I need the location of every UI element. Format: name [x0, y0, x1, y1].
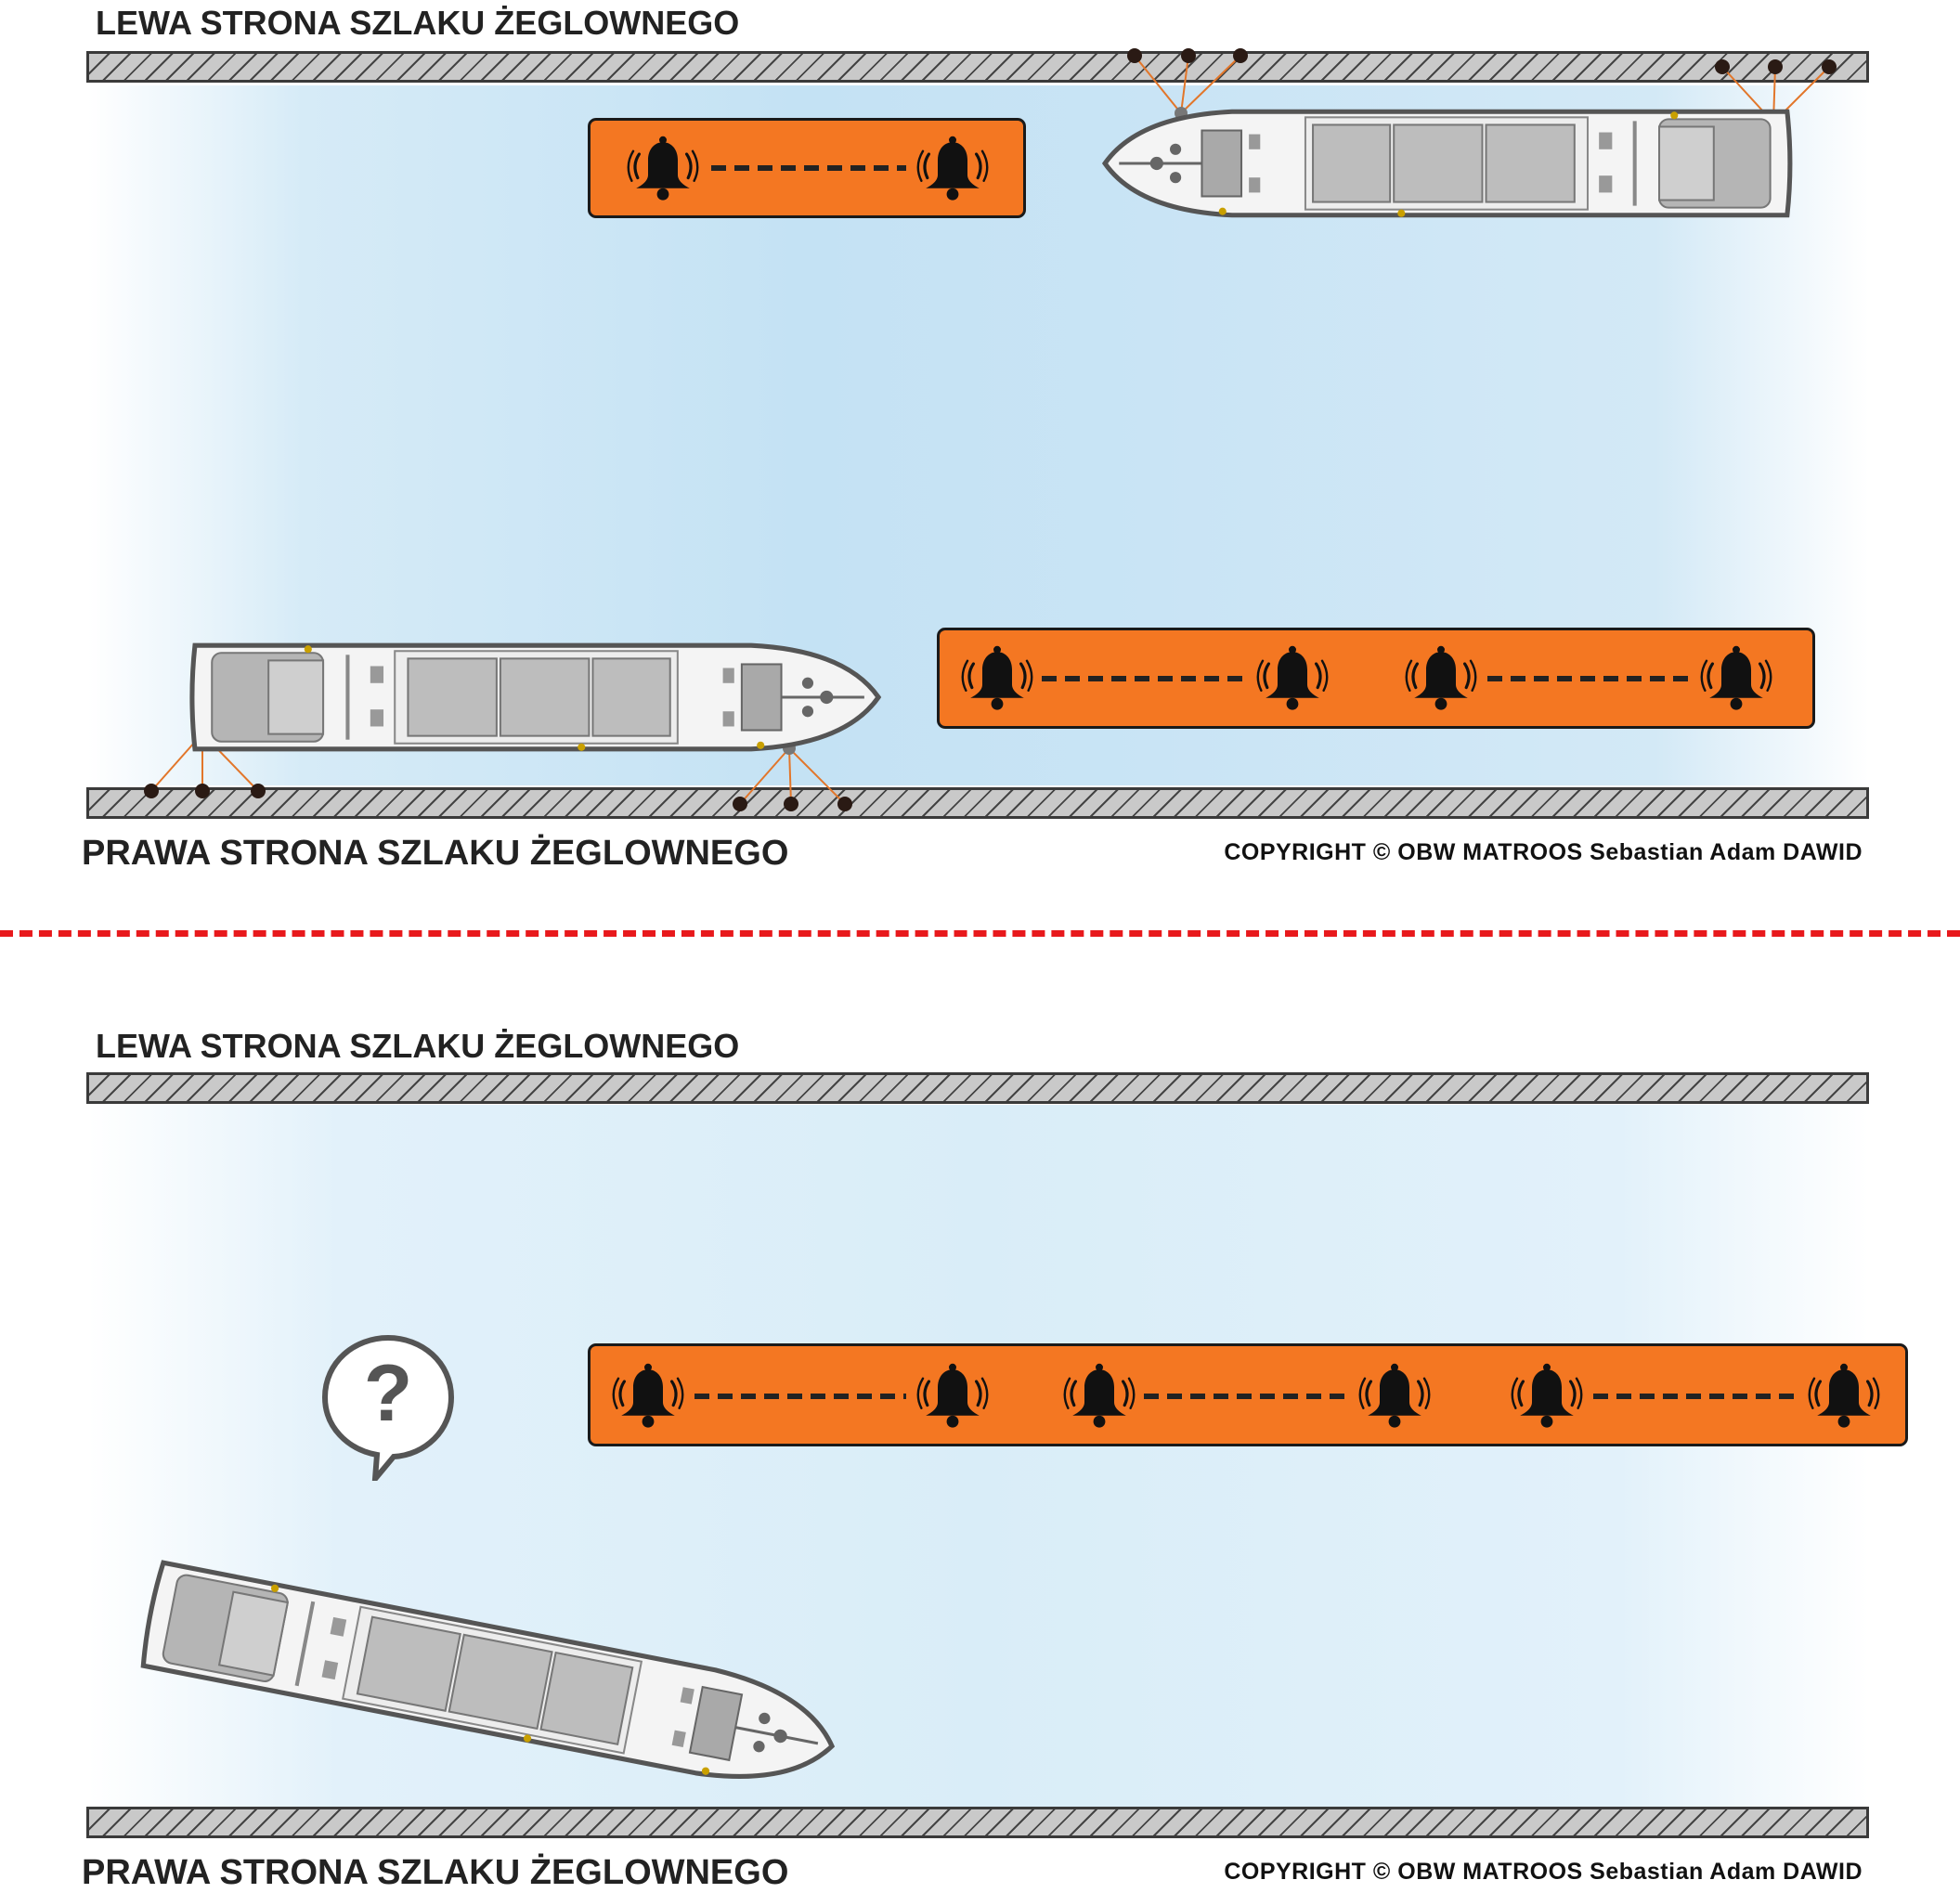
right-bank-label: PRAWA STRONA SZLAKU ŻEGLOWNEGO	[82, 1853, 789, 1892]
bell-icon	[1063, 1362, 1136, 1430]
left-bank	[86, 1072, 1869, 1104]
question-bubble: ?	[319, 1332, 457, 1488]
right-bank	[86, 1807, 1869, 1838]
bell-icon	[1808, 1362, 1880, 1430]
bell-icon	[627, 135, 699, 202]
bell-icon	[1256, 644, 1329, 712]
panel-top: LEWA STRONA SZLAKU ŻEGLOWNEGO PRAWA STRO…	[0, 0, 1960, 928]
bell-icon	[1511, 1362, 1583, 1430]
bell-icon	[961, 644, 1033, 712]
sound-signal-box	[588, 1343, 1908, 1446]
right-bank	[86, 787, 1869, 819]
sound-signal-box	[588, 118, 1026, 218]
bell-icon	[1405, 644, 1477, 712]
ship-moored-left	[1100, 102, 1797, 225]
ship-moored-right	[184, 636, 885, 758]
bell-icon	[612, 1362, 684, 1430]
bell-icon	[1700, 644, 1772, 712]
question-mark: ?	[363, 1349, 413, 1438]
ship-icon	[184, 636, 885, 758]
panel-divider	[0, 930, 1960, 937]
copyright-note: COPYRIGHT © OBW MATROOS Sebastian Adam D…	[1224, 1859, 1863, 1885]
bell-icon	[916, 1362, 989, 1430]
bell-icon	[1358, 1362, 1431, 1430]
sound-signal-box	[937, 628, 1815, 729]
left-bank-label: LEWA STRONA SZLAKU ŻEGLOWNEGO	[96, 4, 740, 42]
ship-icon	[1100, 102, 1797, 225]
left-bank-label: LEWA STRONA SZLAKU ŻEGLOWNEGO	[96, 1027, 740, 1065]
bell-icon	[916, 135, 989, 202]
right-bank-label: PRAWA STRONA SZLAKU ŻEGLOWNEGO	[82, 834, 789, 873]
panel-bottom: LEWA STRONA SZLAKU ŻEGLOWNEGO PRAWA STRO…	[0, 938, 1960, 1892]
left-bank	[86, 51, 1869, 83]
copyright-note: COPYRIGHT © OBW MATROOS Sebastian Adam D…	[1224, 839, 1863, 865]
